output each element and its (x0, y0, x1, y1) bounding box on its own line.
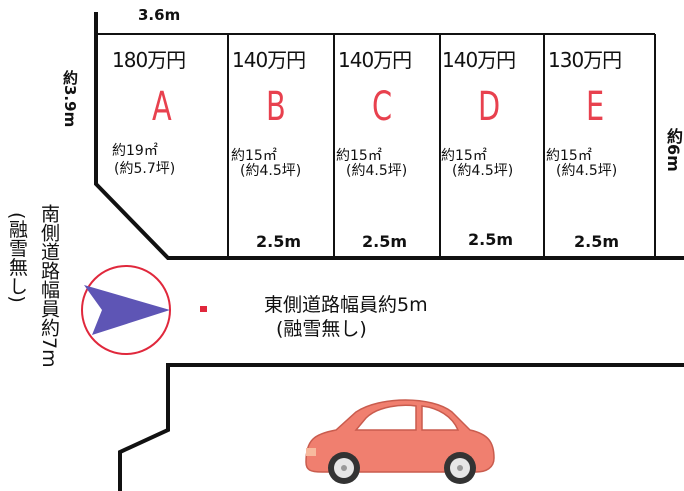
lot-d-area: 約15㎡ (441, 148, 487, 164)
lot-b-price: 140万円 (232, 48, 306, 72)
lot-c-letter: C (372, 84, 393, 130)
lot-b-area: 約15㎡ (231, 148, 277, 164)
right-depth-dim: 約6m (664, 128, 683, 172)
east-road-note: (融雪無し) (276, 318, 367, 340)
lot-a-letter: A (152, 84, 172, 130)
south-road-label: 南側道路幅員約7m (38, 204, 60, 368)
frontage-d: 2.5m (468, 230, 514, 249)
lot-boundary (94, 12, 684, 260)
lot-c-area: 約15㎡ (336, 148, 382, 164)
road-edge (118, 363, 684, 491)
north-arrow-icon (81, 265, 207, 355)
lot-b-letter: B (266, 84, 286, 130)
lot-d-tsubo: (約4.5坪) (452, 163, 514, 179)
lot-c-price: 140万円 (338, 48, 412, 72)
top-width-dim: 3.6m (138, 6, 181, 24)
frontage-e: 2.5m (574, 232, 620, 251)
lot-e-tsubo: (約4.5坪) (556, 163, 618, 179)
frontage-c: 2.5m (362, 232, 408, 251)
lot-b-tsubo: (約4.5坪) (240, 163, 302, 179)
left-depth-dim: 約3.9m (61, 70, 79, 128)
lot-e-letter: E (586, 84, 605, 130)
car-icon (305, 399, 495, 484)
east-road-label: 東側道路幅員約5m (264, 294, 428, 316)
lot-e-area: 約15㎡ (546, 148, 592, 164)
lot-c-tsubo: (約4.5坪) (346, 163, 408, 179)
lot-d-price: 140万円 (442, 48, 516, 72)
lot-a-price: 180万円 (112, 48, 186, 72)
lot-a-tsubo: (約5.7坪) (114, 161, 176, 177)
lot-a-area: 約19㎡ (112, 143, 158, 159)
lot-e-price: 130万円 (548, 48, 622, 72)
lot-d-letter: D (478, 84, 501, 130)
frontage-b: 2.5m (256, 232, 302, 251)
south-road-note: (融雪無し) (6, 212, 28, 303)
